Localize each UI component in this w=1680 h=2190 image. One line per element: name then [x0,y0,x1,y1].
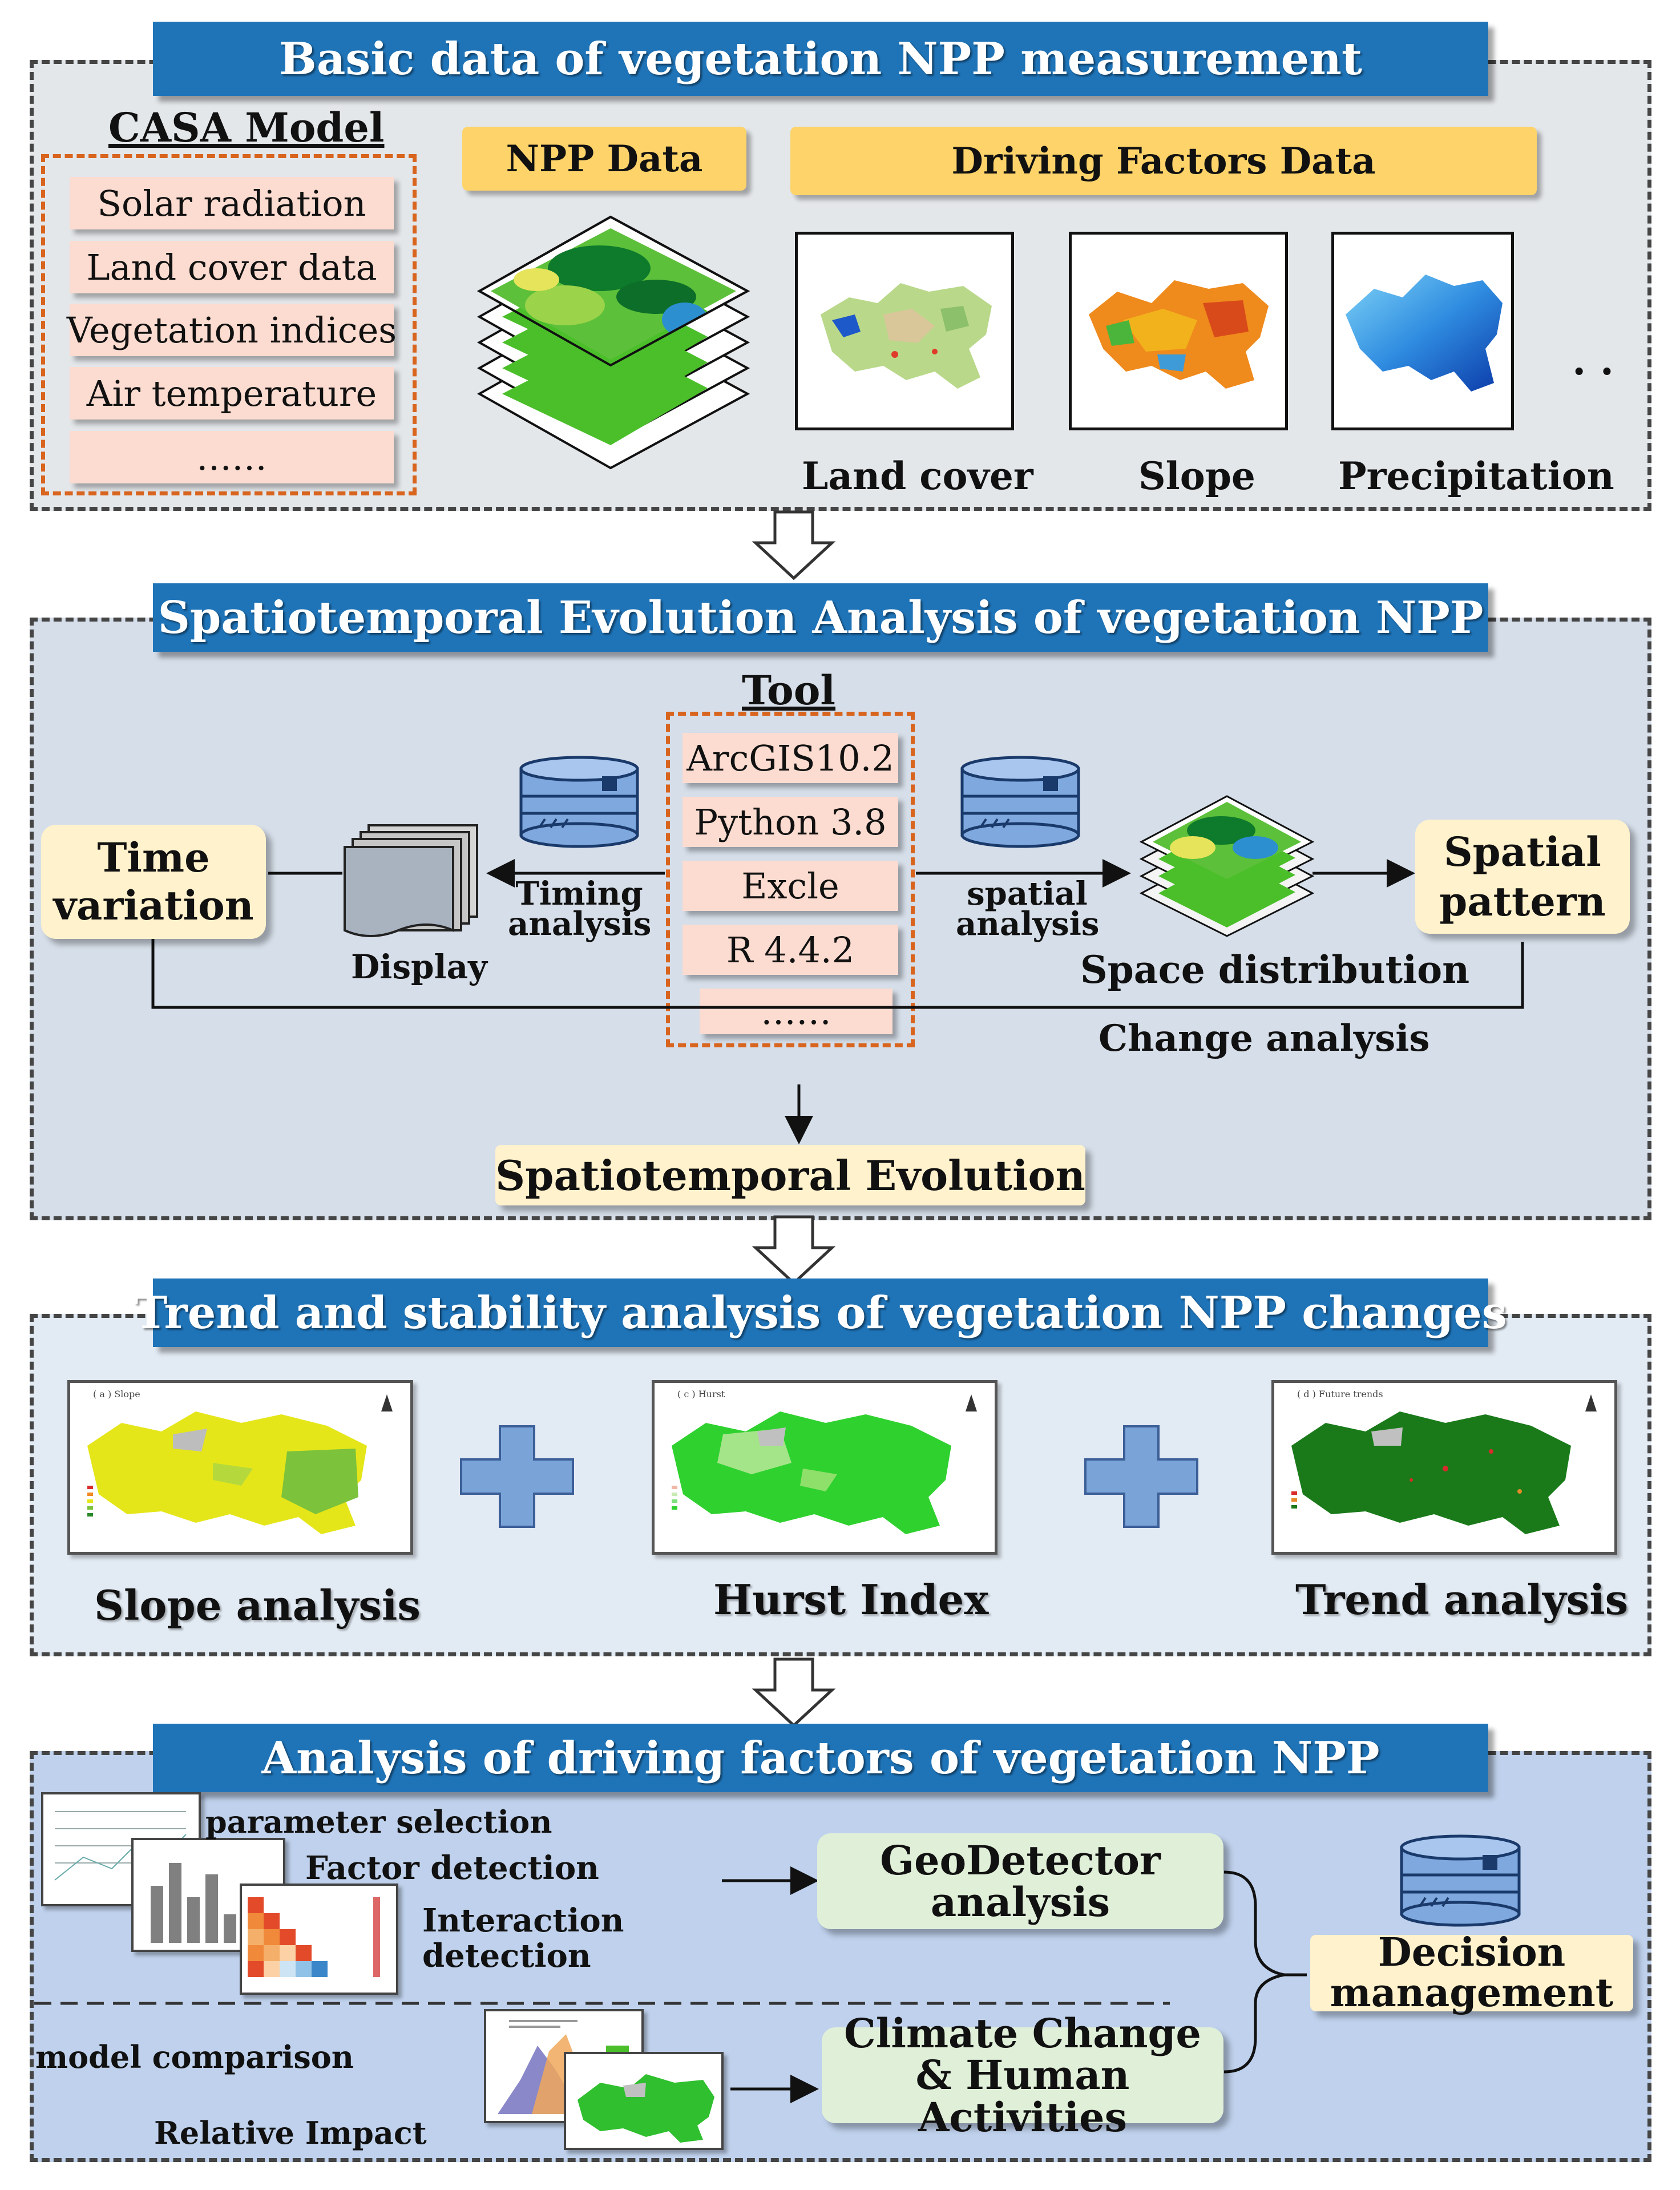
tool-r: R 4.4.2 [682,925,898,975]
casa-item-ellipsis: …… [70,431,394,483]
space-distribution-stack [1139,795,1315,937]
display-label: Display [351,947,487,986]
database-icon-decision [1400,1834,1521,1927]
slope-label: Slope [1138,454,1255,498]
down-arrow-1 [752,510,836,580]
trend-analysis-map: ( d ) Future trends [1271,1380,1617,1555]
section-spatiotemporal-title: Spatiotemporal Evolution Analysis of veg… [153,583,1488,652]
casa-item-vegetation-indices: Vegetation indices [67,304,397,356]
decision-management-box: Decision management [1310,1932,1633,2014]
down-arrow-2 [752,1215,836,1285]
section-trend-stability-title: Trend and stability analysis of vegetati… [134,1278,1507,1347]
display-pages-icon [344,824,478,937]
ellipsis-more-factors: . . [1572,337,1614,384]
casa-item-solar-radiation: Solar radiation [70,177,394,229]
database-icon-timing [519,756,639,848]
trend-map-inner-title: ( d ) Future trends [1297,1389,1383,1399]
hurst-map-inner-title: ( c ) Hurst [677,1389,725,1399]
slope-analysis-map: ( a ) Slope [67,1380,413,1555]
land-cover-label: Land cover [802,454,1033,498]
tool-box [666,712,915,1047]
plus-icon-1 [460,1425,574,1528]
model-comparison-label: model comparison [35,2039,354,2075]
database-icon-spatial [960,756,1080,848]
interaction-detection-thumbnail [240,1884,398,1995]
precipitation-map [1331,232,1514,430]
section-spatiotemporal [30,618,1651,1220]
interaction-detection-label: Interaction detection [422,1902,624,1975]
tool-arcgis: ArcGIS10.2 [682,733,898,783]
spatial-analysis-label: spatial analysis [956,875,1100,943]
space-distribution-label: Space distribution [1080,947,1470,992]
slope-map-inner-title: ( a ) Slope [93,1389,140,1399]
timing-analysis-label: Timing analysis [508,875,652,943]
parameter-selection-label: parameter selection [205,1804,552,1840]
change-analysis-label: Change analysis [1099,1017,1430,1060]
slope-analysis-label: Slope analysis [94,1581,421,1630]
npp-data-label: NPP Data [462,127,746,191]
spatiotemporal-evolution-box: Spatiotemporal Evolution [495,1145,1085,1205]
spatial-pattern-box: Spatial pattern [1415,820,1630,934]
section-driving-factors-title: Analysis of driving factors of vegetatio… [153,1724,1488,1792]
precipitation-label: Precipitation [1338,454,1614,498]
tool-title: Tool [742,667,836,714]
tool-excle: Excle [682,861,898,911]
down-arrow-3 [752,1657,836,1728]
time-variation-box: Time variation [41,825,266,939]
casa-model-box [41,154,417,495]
land-cover-map [795,232,1014,430]
plus-icon-2 [1084,1425,1198,1528]
tool-python: Python 3.8 [682,797,898,847]
relative-impact-label: Relative Impact [154,2115,427,2151]
casa-item-land-cover: Land cover data [70,241,394,293]
trend-analysis-label: Trend analysis [1295,1575,1629,1624]
casa-model-title: CASA Model [108,104,385,151]
slope-map [1069,232,1288,430]
npp-layer-stack-graphic [476,215,750,470]
tool-ellipsis: …… [700,989,892,1034]
hurst-index-map: ( c ) Hurst [652,1380,998,1555]
section-basic-data-title: Basic data of vegetation NPP measurement [153,22,1488,96]
driving-factors-label: Driving Factors Data [790,127,1537,195]
climate-human-box: Climate Change & Human Activities [822,2012,1223,2138]
geodetector-analysis-box: GeoDetector analysis [817,1833,1223,1929]
hurst-index-label: Hurst Index [713,1575,989,1624]
factor-detection-label: Factor detection [305,1849,599,1887]
casa-item-air-temperature: Air temperature [70,367,394,420]
relative-impact-thumbnail [564,2052,724,2150]
